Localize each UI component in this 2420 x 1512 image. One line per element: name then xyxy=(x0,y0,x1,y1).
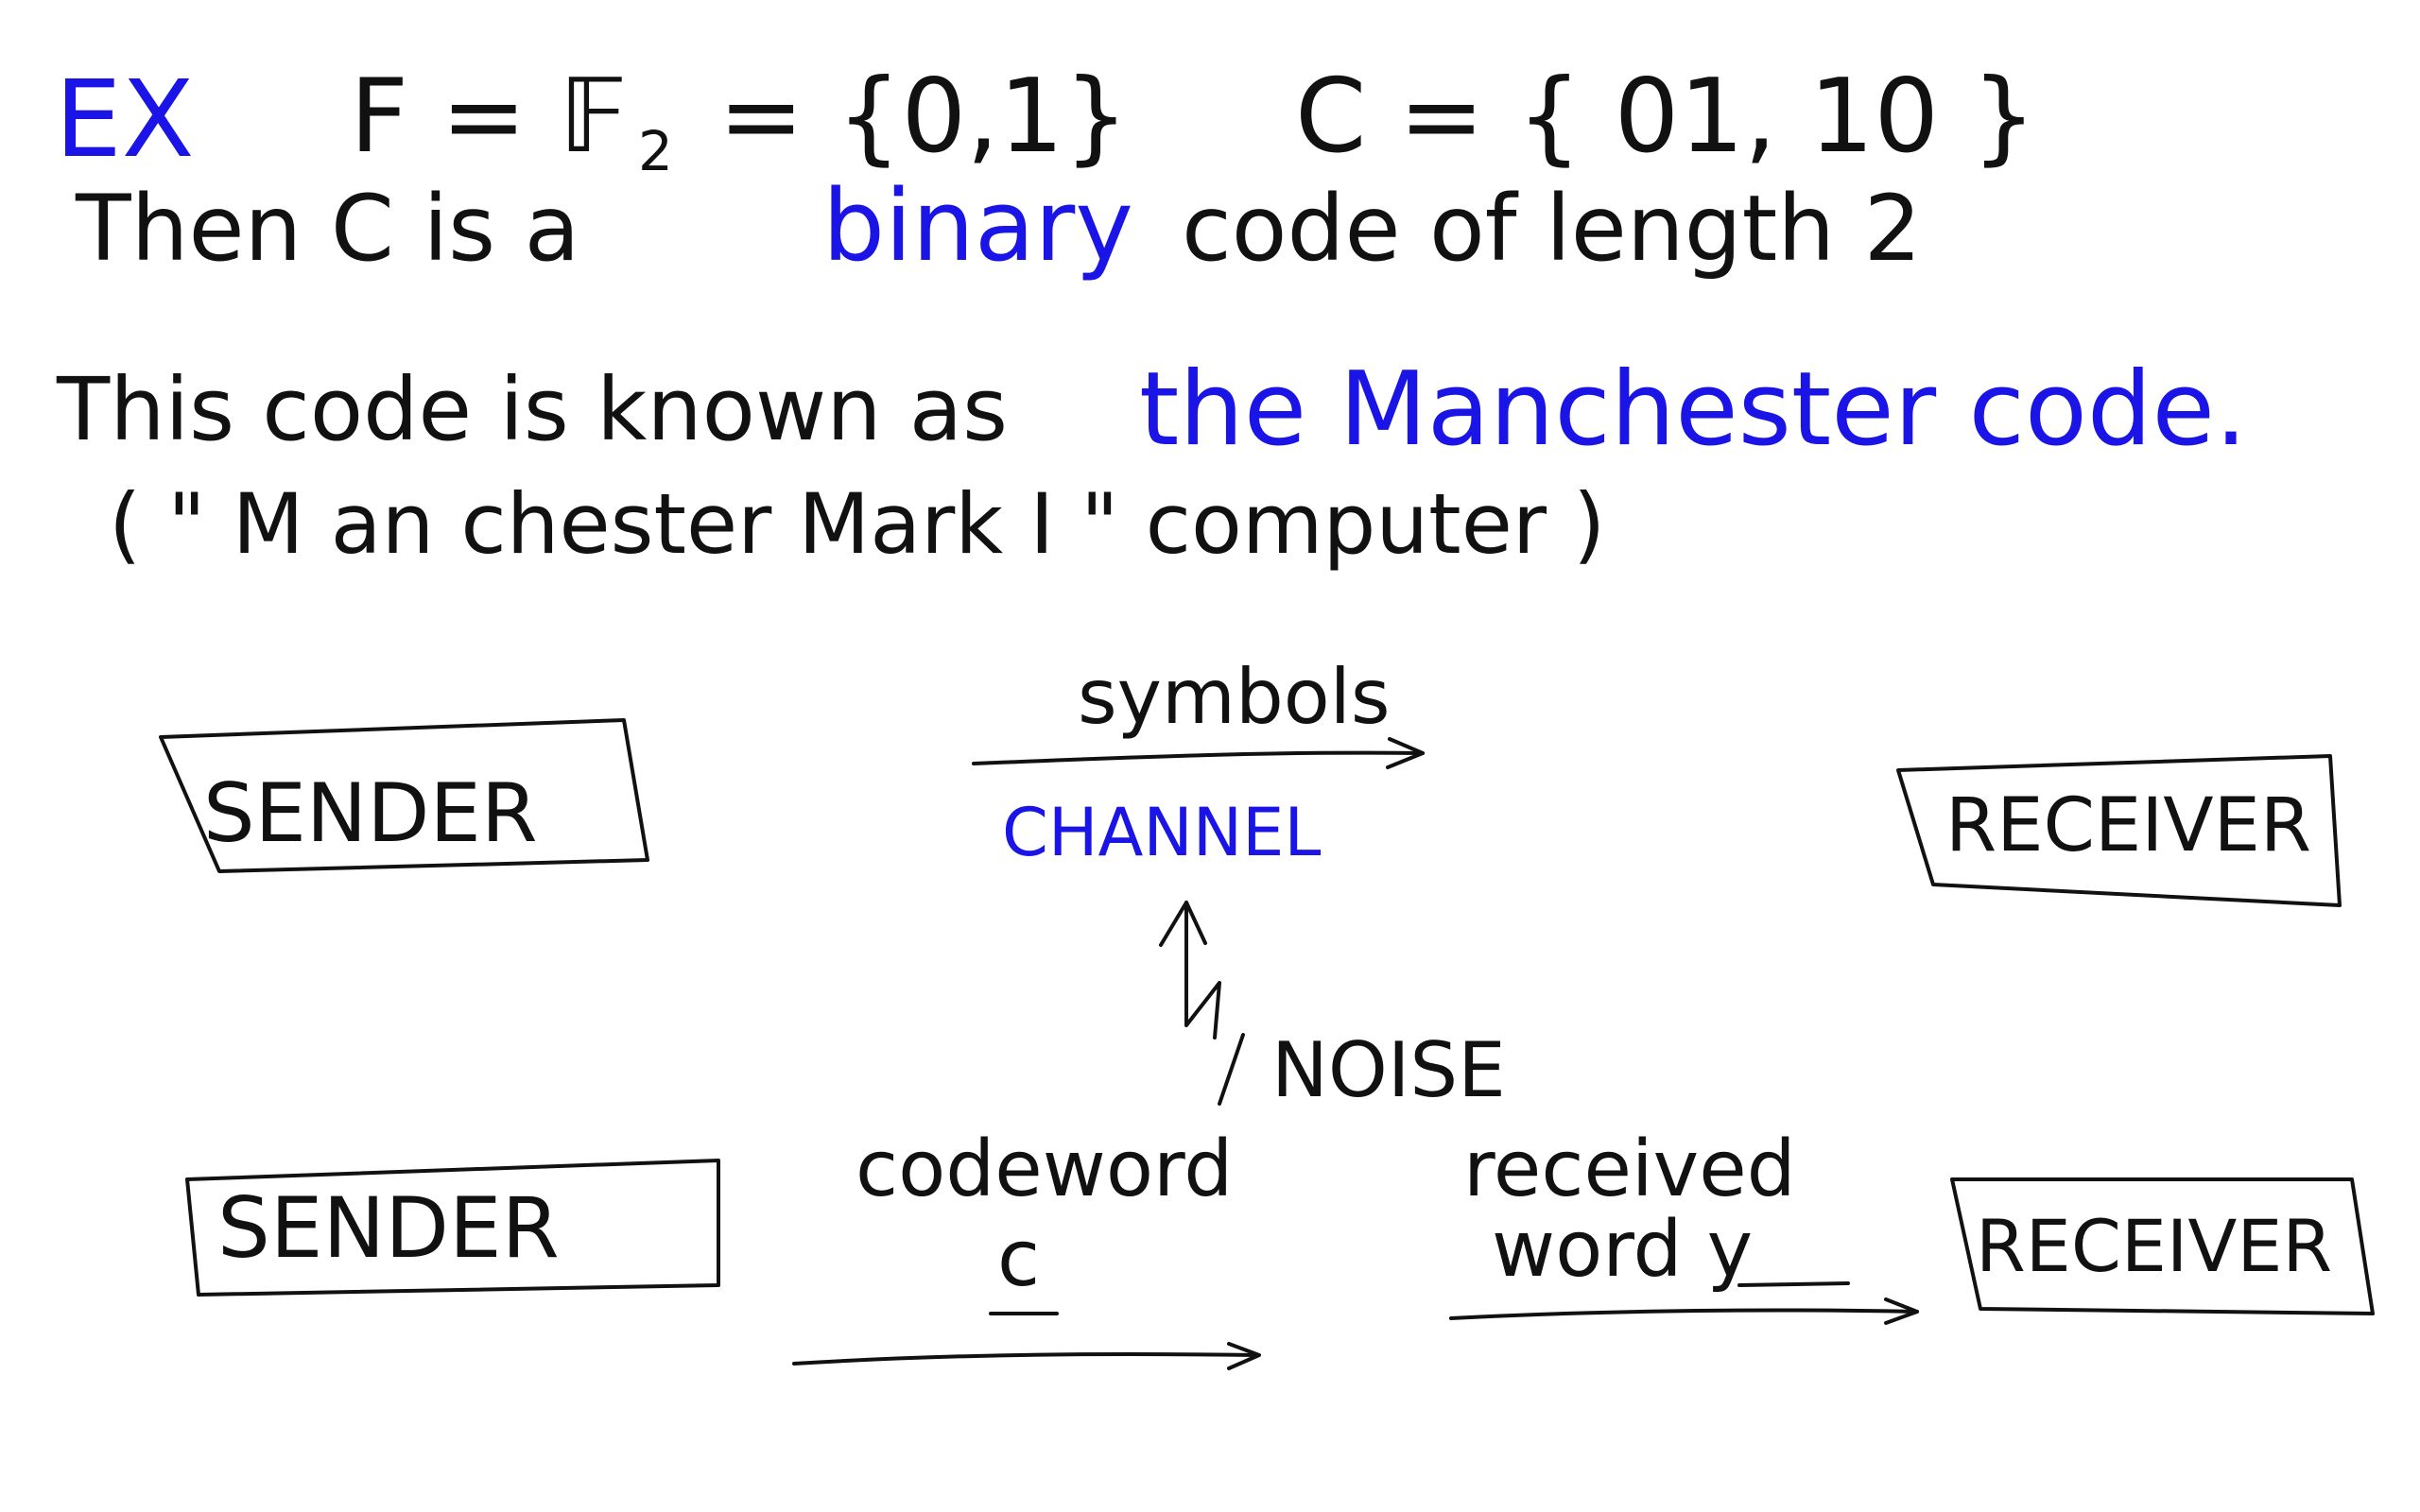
field-subscript: 2 xyxy=(638,119,673,183)
lightning-bolt-icon xyxy=(1159,901,1245,1106)
known-prefix: This code is known as xyxy=(56,359,1008,460)
top-receiver-box: RECEIVER xyxy=(1896,754,2342,907)
top-sender-box: SENDER xyxy=(159,718,649,873)
channel-label: CHANNEL xyxy=(1002,794,1321,871)
then-suffix: code of length 2 xyxy=(1182,176,1922,282)
arrow-right-icon-bottom xyxy=(792,1342,1261,1370)
noise-label: NOISE xyxy=(1271,1026,1506,1114)
mark-line: ( " M an chester Mark I " computer ) xyxy=(109,475,1605,573)
field-definition: F = 𝔽 xyxy=(350,58,628,176)
received-underline xyxy=(1737,1281,1850,1287)
ex-label: EX xyxy=(55,59,195,181)
top-receiver-label: RECEIVER xyxy=(1945,783,2311,868)
received-label-2: word y xyxy=(1492,1205,1753,1295)
manchester-code: the Manchester code. xyxy=(1139,351,2247,469)
field-set: = {0,1} xyxy=(718,58,1129,176)
bottom-sender-label: SENDER xyxy=(217,1179,560,1277)
codeword-label: codeword xyxy=(856,1125,1233,1214)
code-definition: C = { 01, 10 } xyxy=(1295,58,2036,176)
bottom-receiver-box: RECEIVER xyxy=(1950,1177,2375,1315)
arrow-right-icon xyxy=(972,737,1425,769)
symbols-label: symbols xyxy=(1078,653,1391,741)
arrow-right-icon-received xyxy=(1449,1297,1919,1325)
codeword-symbol: c xyxy=(997,1214,1040,1304)
bottom-sender-box: SENDER xyxy=(185,1159,720,1297)
bottom-receiver-label: RECEIVER xyxy=(1976,1204,2332,1288)
top-sender-label: SENDER xyxy=(203,766,538,861)
binary-word: binary xyxy=(822,168,1133,284)
then-prefix: Then C is a xyxy=(75,176,579,282)
received-label-1: received xyxy=(1463,1125,1796,1214)
